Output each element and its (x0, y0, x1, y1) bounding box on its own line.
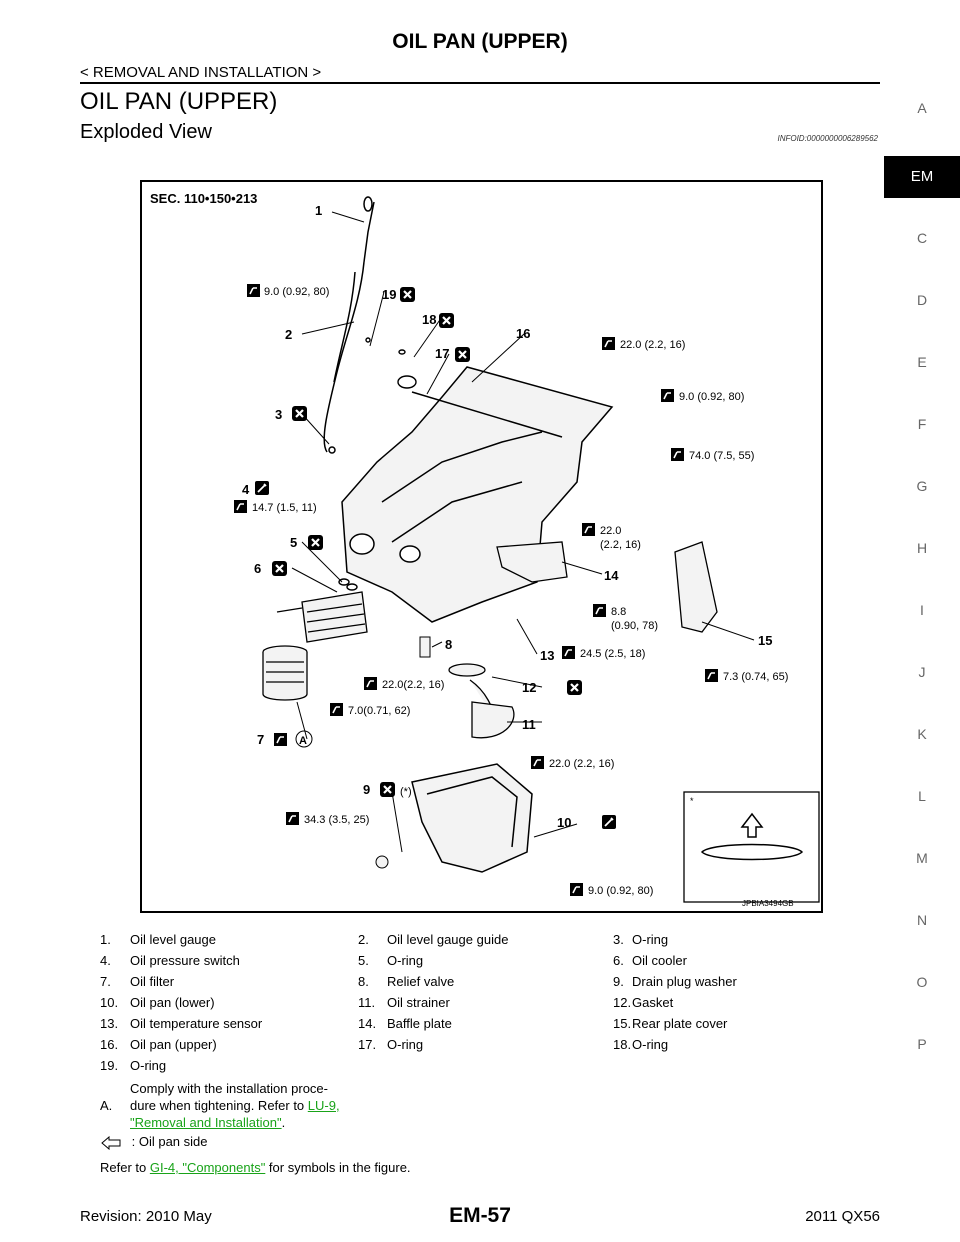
tab-o[interactable]: O (916, 974, 928, 990)
header-divider (80, 82, 880, 84)
legend-row: 1. Oil level gauge 2. Oil level gauge gu… (100, 932, 669, 947)
symbols-reference: Refer to GI-4, "Components" for symbols … (100, 1160, 411, 1175)
callout-6: 6 (254, 561, 261, 576)
subsection-title: Exploded View (80, 121, 212, 143)
exploded-view-figure: SEC. 110•150•213 (140, 180, 823, 913)
torque-label: 74.0 (7.5, 55) (689, 450, 754, 462)
tab-l[interactable]: L (918, 788, 926, 804)
torque-label: 9.0 (0.92, 80) (588, 885, 653, 897)
rear-plate-drawing (674, 541, 718, 633)
callout-1: 1 (315, 203, 322, 218)
oil-pan-side-arrow-icon (740, 812, 764, 838)
legend-row: 7. Oil filter 8. Relief valve 9. Drain p… (100, 974, 737, 989)
legend-row: 4. Oil pressure switch 5. O-ring 6. Oil … (100, 953, 687, 968)
torque-label: (2.2, 16) (600, 539, 641, 551)
callout-5: 5 (290, 535, 297, 550)
oil-pan-side-arrow-icon (101, 1135, 121, 1150)
o-ring-parts (338, 337, 417, 591)
callout-12: 12 (522, 680, 536, 695)
tab-h[interactable]: H (916, 540, 928, 556)
callout-18: 18 (422, 312, 436, 327)
torque-label: 14.7 (1.5, 11) (252, 502, 317, 514)
callout-7: 7 (257, 732, 264, 747)
a-marker: A (299, 735, 307, 747)
note-a-label: A. (100, 1098, 113, 1113)
lu-9-link[interactable]: LU-9, (307, 1098, 340, 1113)
callout-4: 4 (242, 482, 250, 497)
note-a-text: Comply with the installation proce- dure… (130, 1081, 340, 1130)
gi-4-link[interactable]: GI-4, "Components" (149, 1160, 266, 1175)
tab-n[interactable]: N (916, 912, 928, 928)
arrow-legend: : Oil pan side (100, 1134, 208, 1150)
figure-id: JPBIA3494GB (742, 899, 794, 908)
torque-label: 7.0(0.71, 62) (348, 705, 410, 717)
detail-inset: * (683, 791, 820, 903)
tab-e[interactable]: E (917, 354, 927, 370)
callout-14: 14 (604, 568, 619, 583)
tab-p[interactable]: P (917, 1036, 927, 1052)
tab-em[interactable]: EM (884, 156, 960, 198)
tab-d[interactable]: D (916, 292, 928, 308)
legend-row: 13. Oil temperature sensor 14. Baffle pl… (100, 1016, 728, 1031)
legend-row: 10. Oil pan (lower) 11. Oil strainer 12.… (100, 995, 674, 1010)
callout-10: 10 (557, 815, 571, 830)
oil-level-gauge-drawing (323, 196, 375, 454)
drain-plug-drawing (375, 855, 389, 869)
torque-label: 34.3 (3.5, 25) (304, 814, 369, 826)
torque-label: (*) (400, 786, 412, 798)
arrow-legend-text: : Oil pan side (131, 1134, 208, 1149)
tab-a[interactable]: A (917, 100, 927, 116)
removal-installation-link[interactable]: "Removal and Installation" (130, 1115, 282, 1130)
legend-row: 16. Oil pan (upper) 17. O-ring 18. O-rin… (100, 1037, 669, 1052)
torque-label: 9.0 (0.92, 80) (679, 391, 744, 403)
tab-m[interactable]: M (916, 850, 928, 866)
callout-2: 2 (285, 327, 292, 342)
section-title: OIL PAN (UPPER) (80, 88, 278, 115)
torque-label: 22.0 (600, 525, 621, 537)
callout-13: 13 (540, 648, 554, 663)
torque-label: 9.0 (0.92, 80) (264, 286, 329, 298)
callout-3: 3 (275, 407, 282, 422)
callout-11: 11 (522, 717, 536, 732)
oil-filter-drawing (262, 645, 308, 701)
torque-label: 8.8 (611, 606, 626, 618)
oil-pan-upper-drawing (341, 366, 614, 623)
sec-label: SEC. 110•150•213 (150, 191, 257, 206)
oil-pan-lower-drawing (411, 763, 533, 873)
footer-page-number: EM-57 (449, 1204, 511, 1227)
tab-k[interactable]: K (917, 726, 927, 742)
svg-text:*: * (690, 796, 694, 806)
footer-model: 2011 QX56 (805, 1208, 880, 1225)
tab-g[interactable]: G (916, 478, 928, 494)
legend-row: 19. O-ring (100, 1058, 167, 1073)
callout-16: 16 (516, 326, 530, 341)
tab-c[interactable]: C (916, 230, 928, 246)
baffle-plate-drawing (496, 541, 568, 583)
info-id: INFOID:0000000006289562 (777, 134, 878, 143)
page-header-title: OIL PAN (UPPER) (392, 30, 568, 53)
oil-strainer-drawing (448, 663, 515, 739)
torque-label: 22.0 (2.2, 16) (620, 339, 685, 351)
tab-f[interactable]: F (917, 416, 927, 432)
torque-label: 24.5 (2.5, 18) (580, 648, 645, 660)
oil-cooler-drawing (276, 591, 368, 643)
torque-label: 22.0(2.2, 16) (382, 679, 444, 691)
relief-valve-drawing (419, 636, 431, 658)
callout-19: 19 (382, 287, 396, 302)
callout-15: 15 (758, 633, 772, 648)
footer-revision: Revision: 2010 May (80, 1208, 212, 1225)
callout-9: 9 (363, 782, 370, 797)
torque-label: (0.90, 78) (611, 620, 658, 632)
torque-label: 22.0 (2.2, 16) (549, 758, 614, 770)
breadcrumb: < REMOVAL AND INSTALLATION > (80, 64, 322, 81)
tab-i[interactable]: I (920, 602, 924, 618)
torque-label: 7.3 (0.74, 65) (723, 671, 788, 683)
tab-j[interactable]: J (918, 664, 926, 680)
callout-17: 17 (435, 346, 449, 361)
callout-8: 8 (445, 637, 452, 652)
